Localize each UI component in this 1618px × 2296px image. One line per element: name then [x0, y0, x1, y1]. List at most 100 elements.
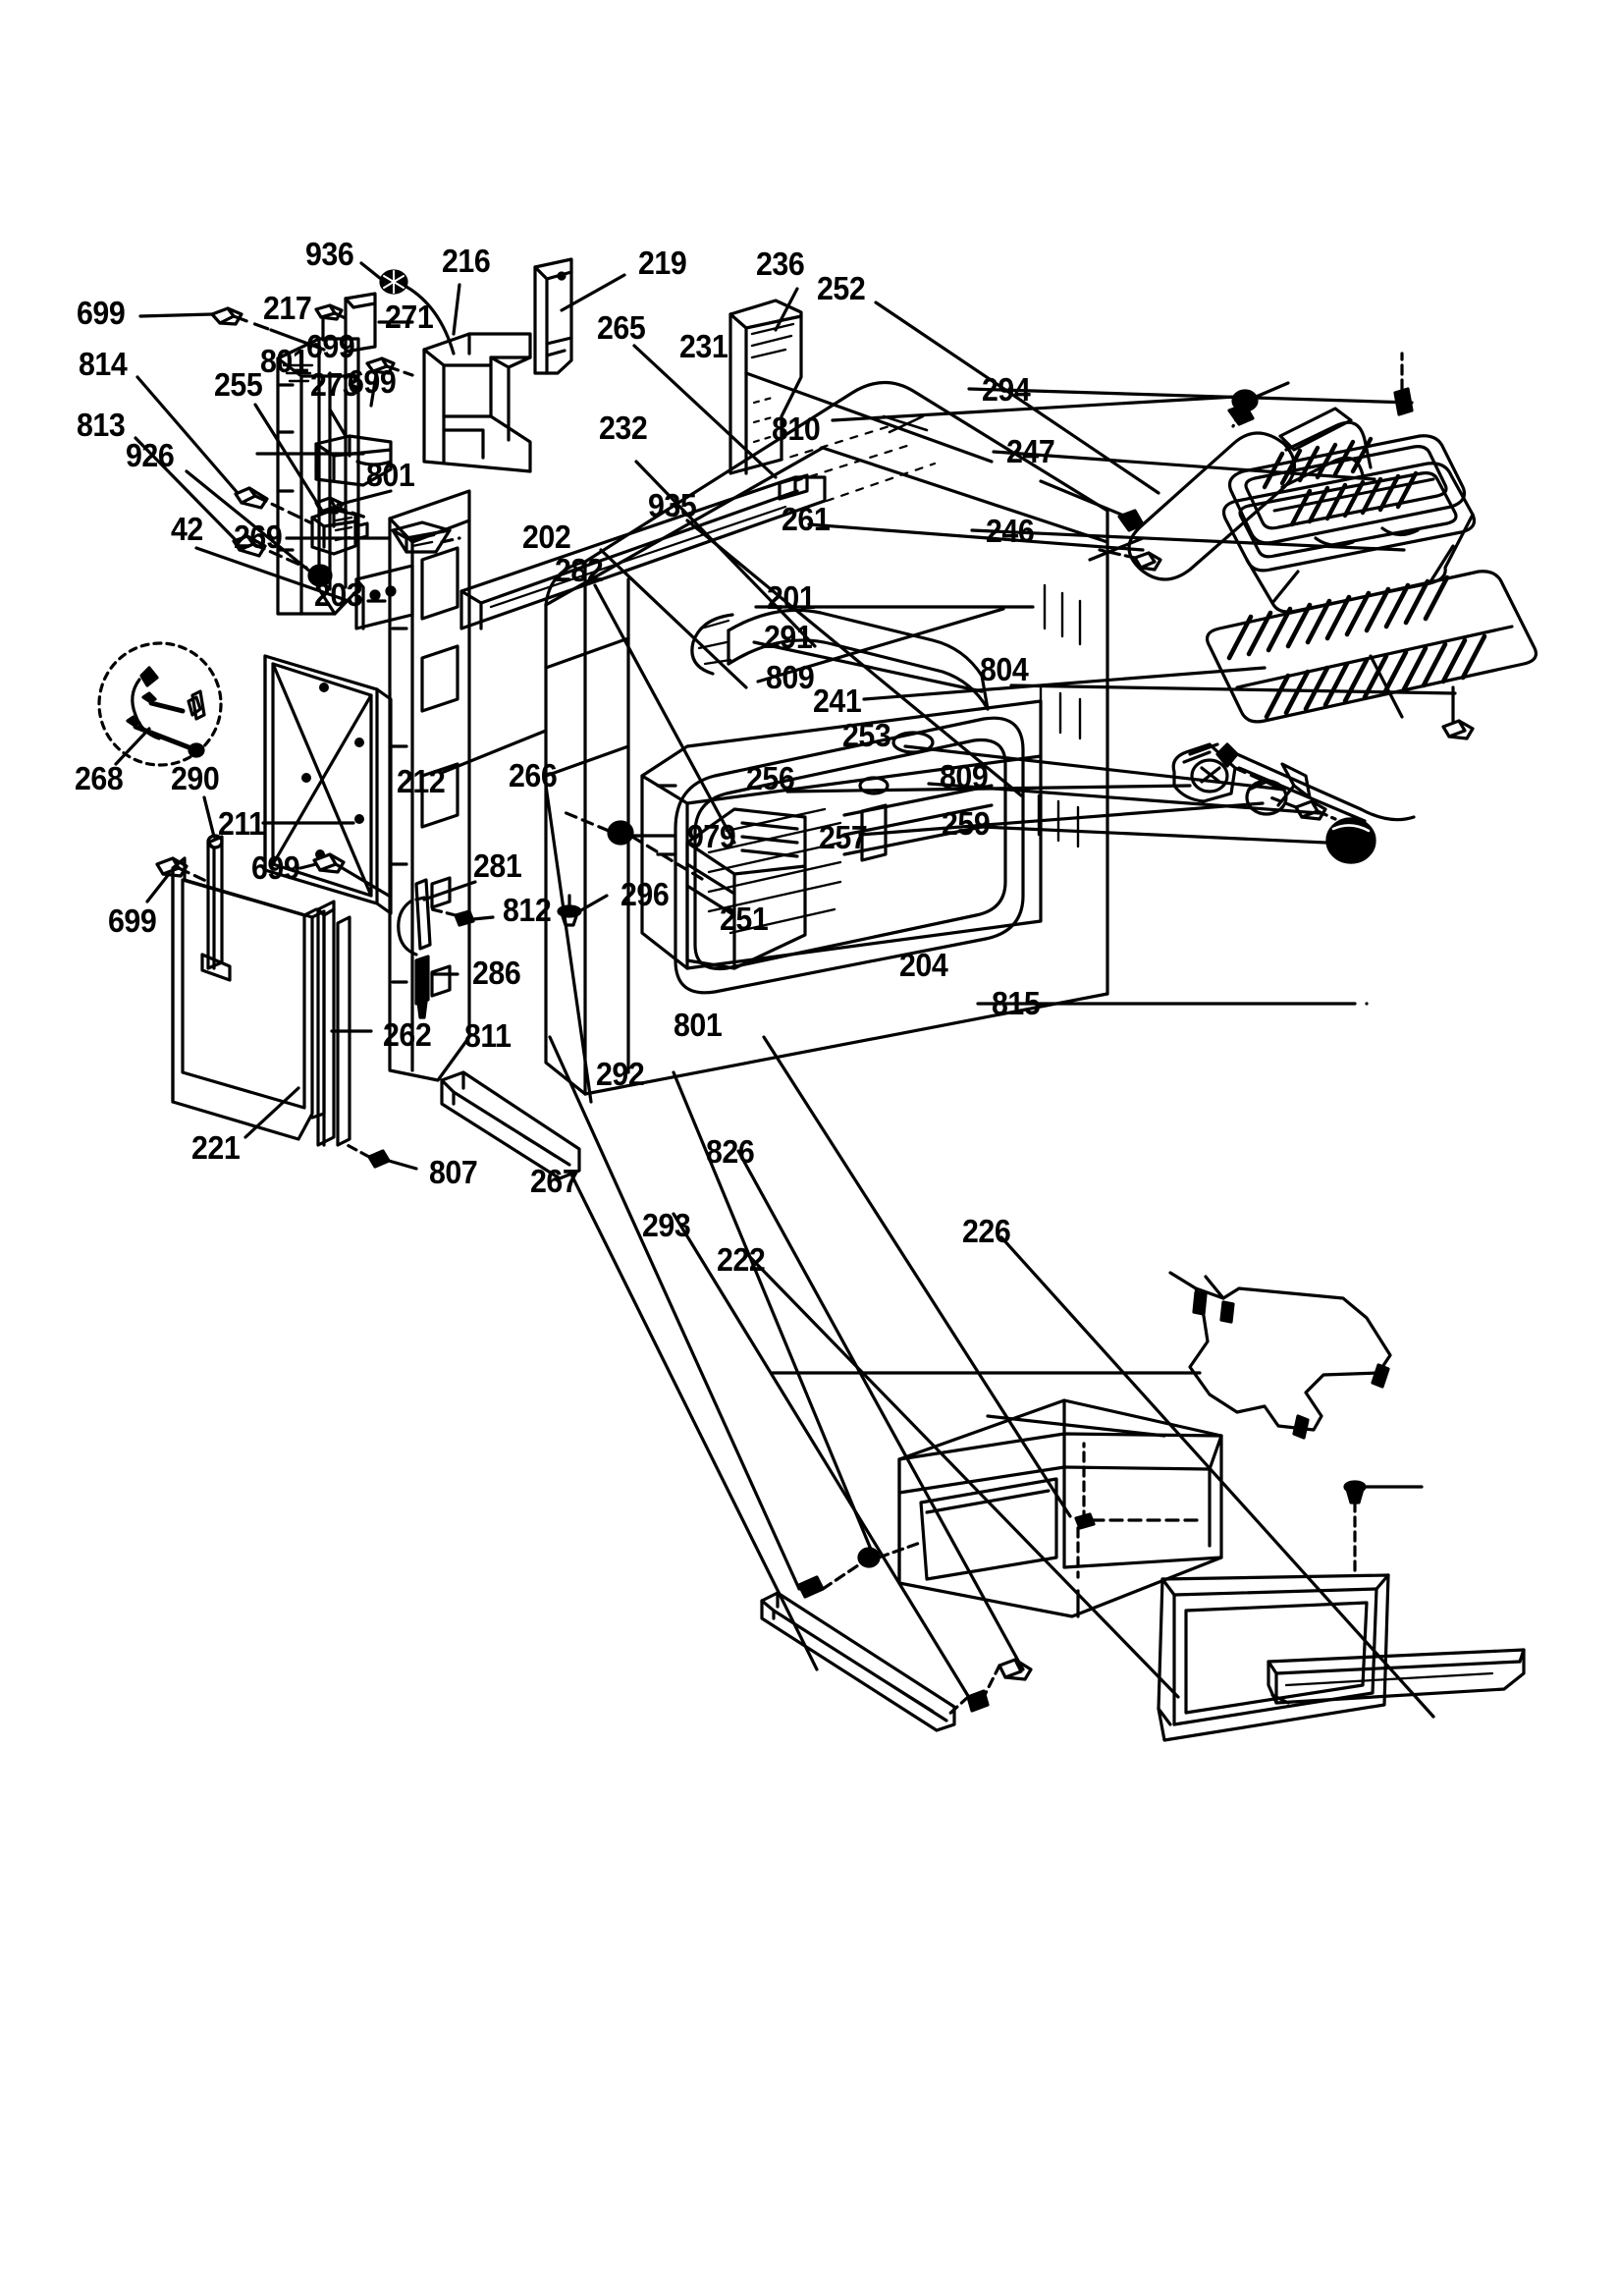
leader-42 — [194, 546, 351, 603]
leader-296 — [577, 894, 609, 913]
part-286-spring — [414, 955, 430, 1019]
callout-236: 236 — [756, 246, 805, 282]
callout-814: 814 — [79, 346, 128, 382]
part-261-screw — [1098, 548, 1162, 572]
callout-699-b: 699 — [306, 328, 355, 364]
callout-273: 273 — [310, 366, 359, 403]
callout-809-a: 809 — [766, 659, 815, 695]
leader-266 — [544, 784, 593, 1104]
leader-814 — [135, 375, 240, 495]
callout-809-b: 809 — [940, 758, 989, 794]
callout-286: 286 — [472, 955, 521, 991]
callout-926: 926 — [126, 437, 175, 473]
callout-221: 221 — [191, 1129, 241, 1166]
callout-807: 807 — [429, 1154, 478, 1190]
leader-253 — [903, 744, 1286, 792]
callout-813: 813 — [77, 407, 126, 443]
leader-293 — [672, 1212, 978, 1711]
callout-266: 266 — [509, 757, 558, 793]
part-813-screw — [232, 534, 308, 570]
part-251-bake-element — [1168, 1271, 1392, 1440]
leader-809b — [927, 782, 1321, 815]
callout-253: 253 — [842, 717, 891, 753]
leader-241 — [862, 666, 1267, 701]
callout-979: 979 — [687, 818, 736, 854]
callout-203: 203 — [314, 576, 363, 613]
leader-257 — [858, 801, 1265, 837]
leader-294 — [967, 387, 1414, 405]
leader-699a — [138, 312, 214, 318]
callout-241: 241 — [813, 683, 862, 719]
callout-232: 232 — [599, 410, 648, 446]
callout-281: 281 — [473, 847, 522, 884]
callout-936: 936 — [305, 236, 354, 272]
leader-801b — [336, 489, 393, 507]
callout-699-c: 699 — [348, 363, 397, 400]
callout-699-a: 699 — [77, 295, 126, 331]
callout-935: 935 — [648, 487, 697, 523]
leader-812 — [471, 915, 495, 921]
leader-259 — [980, 825, 1371, 847]
part-809-screw-b — [1268, 795, 1337, 821]
callout-216: 216 — [442, 243, 491, 279]
leader-221 — [243, 1086, 300, 1139]
leader-219 — [560, 273, 626, 312]
callout-265: 265 — [597, 309, 646, 346]
part-979-nut — [560, 809, 709, 884]
leader-273 — [328, 408, 348, 438]
callout-282: 282 — [555, 552, 604, 588]
part-699-screw-c — [365, 356, 414, 377]
leader-813 — [134, 436, 238, 542]
part-296-screw — [557, 894, 582, 927]
leader-267 — [569, 1173, 819, 1671]
leader-236 — [774, 287, 799, 332]
part-265-support-rail — [459, 473, 827, 630]
part-290-hinge-rod — [200, 834, 232, 982]
leader-801c — [762, 1035, 1072, 1518]
part-226-drawer-handle — [1267, 1648, 1526, 1705]
leader-699e — [145, 872, 171, 903]
callout-812: 812 — [503, 892, 552, 928]
leader-268 — [114, 727, 151, 766]
part-926-nut — [307, 564, 333, 587]
callout-292: 292 — [596, 1056, 645, 1092]
callout-810: 810 — [772, 410, 821, 447]
part-253-sensor-probe — [1215, 742, 1416, 823]
callout-815: 815 — [992, 985, 1041, 1021]
leader-810 — [831, 395, 1237, 422]
part-812-screw — [430, 907, 475, 927]
part-241-oven-rack — [1206, 570, 1537, 724]
leader-255 — [253, 403, 324, 513]
callout-231: 231 — [679, 328, 728, 364]
callout-262: 262 — [383, 1016, 432, 1053]
part-699-screw-a — [210, 306, 326, 352]
leader-246 — [970, 528, 1406, 552]
leader-291 — [752, 640, 984, 693]
leader-261 — [807, 522, 1145, 552]
callout-251: 251 — [720, 901, 769, 937]
leader-216 — [452, 283, 461, 336]
leader-204 — [986, 1414, 1166, 1438]
leader-699c — [369, 373, 378, 408]
part-801-screw-c — [1074, 1442, 1200, 1579]
leader-804 — [1009, 683, 1457, 695]
callout-259: 259 — [942, 805, 991, 842]
leader-202 — [599, 548, 748, 689]
callout-804: 804 — [980, 651, 1029, 687]
leader-281 — [422, 880, 477, 902]
callout-217: 217 — [263, 290, 312, 326]
callout-291: 291 — [764, 619, 813, 655]
part-257-terminal — [1245, 779, 1288, 816]
callout-699-d: 699 — [251, 849, 300, 886]
part-699-screw-d — [312, 852, 391, 898]
part-936-grommet — [379, 269, 408, 295]
callout-204: 204 — [899, 947, 948, 983]
part-203-side-panel — [388, 489, 471, 1082]
callout-257: 257 — [819, 819, 868, 855]
leader-826 — [736, 1149, 1025, 1671]
callout-294: 294 — [982, 371, 1031, 408]
callout-42: 42 — [171, 511, 203, 547]
callout-201: 201 — [767, 579, 816, 616]
leader-807 — [387, 1159, 418, 1171]
